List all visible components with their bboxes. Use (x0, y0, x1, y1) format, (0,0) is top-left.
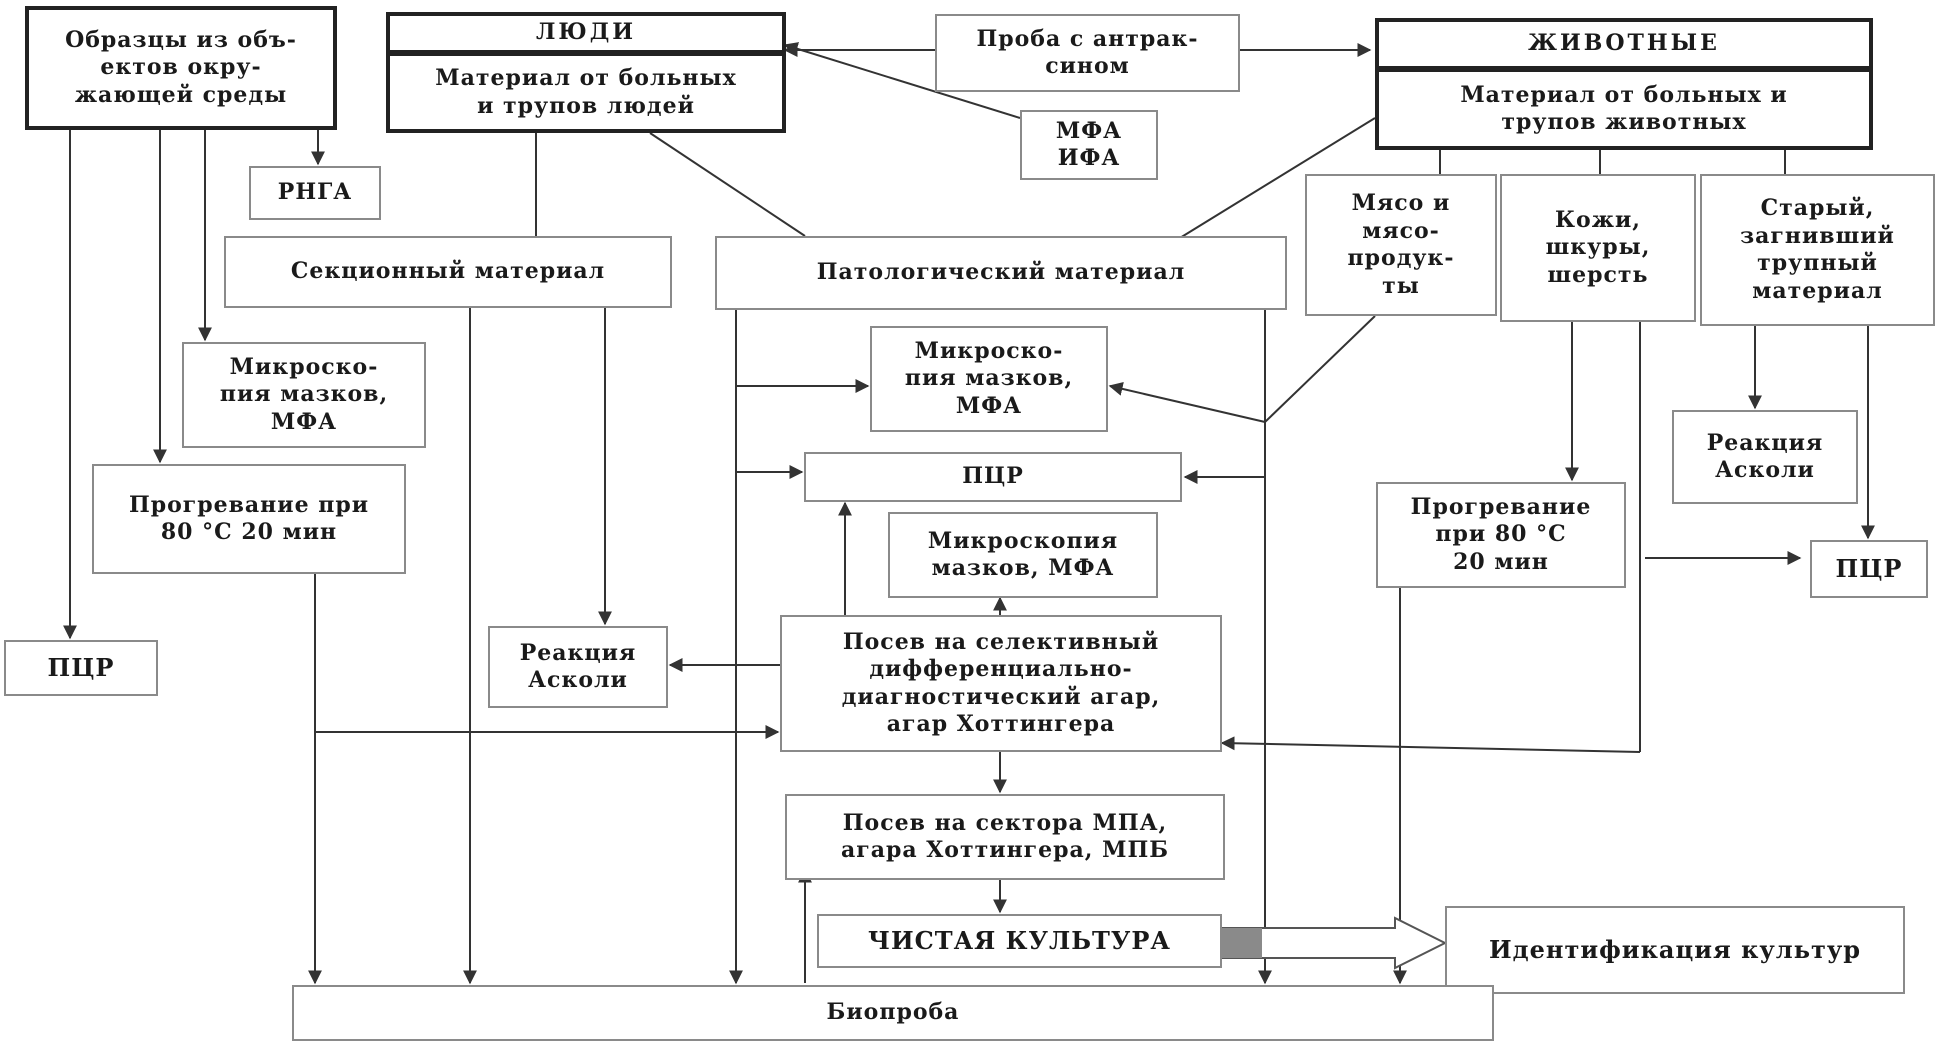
skins-box: Кожи, шкуры, шерсть (1500, 174, 1696, 322)
microscopy-left-box: Микроско- пия мазков, МФА (182, 342, 426, 448)
microscopy-center-box: Микроско- пия мазков, МФА (870, 326, 1108, 432)
line-animals-to-pathological (1174, 117, 1376, 242)
heating-right-box: Прогревание при 80 °С 20 мин (1376, 482, 1626, 588)
line-meat-to-microscopy-center (1264, 315, 1376, 423)
pcr-center-box: ПЦР (804, 452, 1182, 502)
pcr-right-box: ПЦР (1810, 540, 1928, 598)
bioassay-box: Биопроба (292, 985, 1494, 1041)
ascoli-right-box: Реакция Асколи (1672, 410, 1858, 504)
people-material-box: Материал от больных и трупов людей (386, 52, 786, 133)
heating-left-box: Прогревание при 80 °С 20 мин (92, 464, 406, 574)
ascoli-left-box: Реакция Асколи (488, 626, 668, 708)
selective-agar-box: Посев на селективный дифференциально- ди… (780, 615, 1222, 752)
pathological-material-box: Патологический материал (715, 236, 1287, 310)
anthrax-probe-box: Проба с антрак- сином (935, 14, 1240, 92)
line-meat-stub (1108, 382, 1266, 423)
animals-material-box: Материал от больных и трупов животных (1375, 68, 1873, 150)
env-samples-box: Образцы из объ- ектов окру- жающей среды (25, 6, 337, 130)
animals-title-box: ЖИВОТНЫЕ (1375, 18, 1873, 70)
line-people-to-pathological (649, 132, 806, 237)
line-mfa-to-people (783, 42, 1021, 119)
sectional-material-box: Секционный материал (224, 236, 672, 308)
pure-culture-box: ЧИСТАЯ КУЛЬТУРА (817, 914, 1222, 968)
sector-seeding-box: Посев на сектора МПА, агара Хоттингера, … (785, 794, 1225, 880)
old-material-box: Старый, загнивший трупный материал (1700, 174, 1935, 326)
mfa-ifa-box: МФА ИФА (1020, 110, 1158, 180)
identification-box: Идентификация культур (1445, 906, 1905, 994)
people-title-box: ЛЮДИ (386, 12, 786, 54)
rnga-box: РНГА (249, 166, 381, 220)
microscopy-lower-box: Микроскопия мазков, МФА (888, 512, 1158, 598)
meat-box: Мясо и мясо- продук- ты (1305, 174, 1497, 316)
arrow-base-block (1222, 928, 1262, 958)
line-skins-selective-horiz (1220, 736, 1641, 753)
pcr-left-box: ПЦР (4, 640, 158, 696)
